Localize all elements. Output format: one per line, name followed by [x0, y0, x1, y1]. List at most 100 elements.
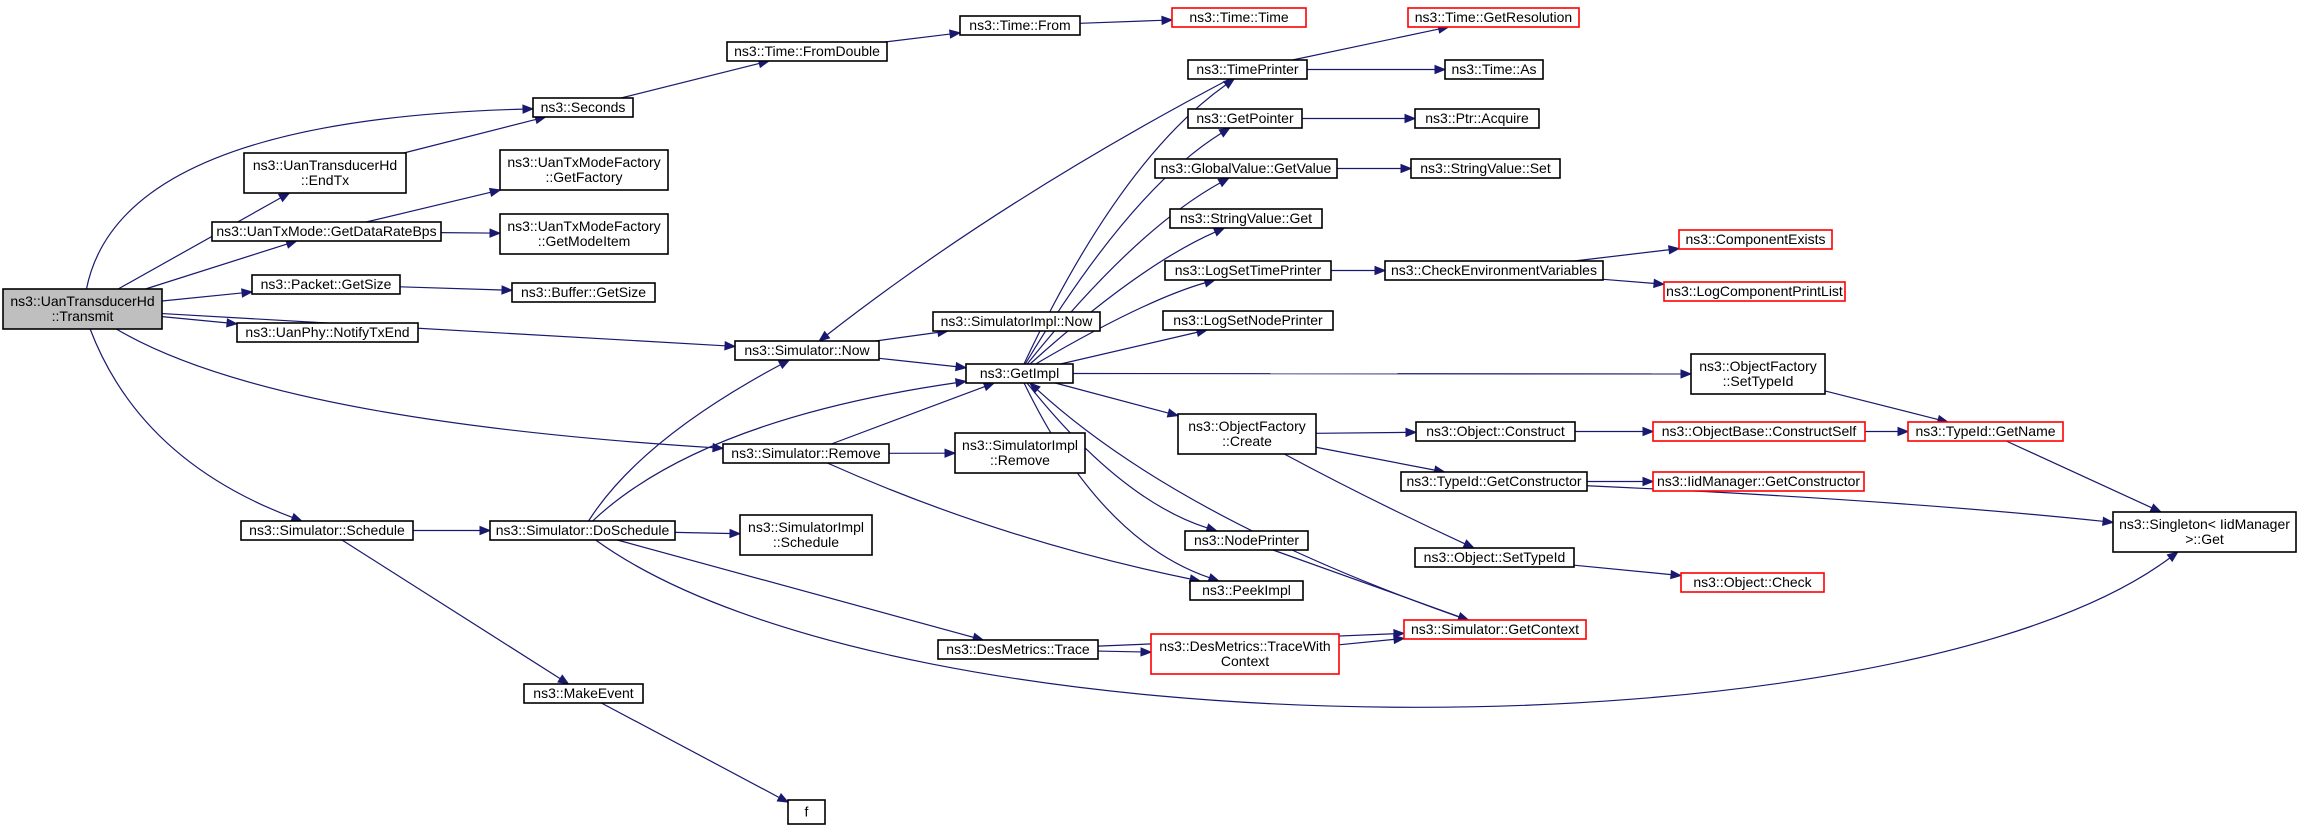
- node-box[interactable]: [1154, 158, 1338, 179]
- node-transmit[interactable]: ns3::UanTransducerHd::Transmit: [2, 288, 163, 330]
- node-box[interactable]: [726, 41, 888, 62]
- node-objcheck[interactable]: ns3::Object::Check: [1680, 572, 1825, 593]
- node-getpointer[interactable]: ns3::GetPointer: [1187, 108, 1303, 129]
- node-iidgetconstructor[interactable]: ns3::IidManager::GetConstructor: [1652, 471, 1865, 492]
- node-box[interactable]: [240, 520, 414, 541]
- node-box[interactable]: [251, 274, 401, 295]
- node-timeprinter[interactable]: ns3::TimePrinter: [1187, 59, 1308, 80]
- node-box[interactable]: [959, 15, 1081, 36]
- node-box[interactable]: [1171, 7, 1307, 28]
- node-checkenv[interactable]: ns3::CheckEnvironmentVariables: [1384, 260, 1604, 281]
- node-box[interactable]: [523, 683, 644, 704]
- node-logsettimeprinter[interactable]: ns3::LogSetTimePrinter: [1164, 260, 1332, 281]
- node-box[interactable]: [1164, 260, 1332, 281]
- node-box[interactable]: [1652, 471, 1865, 492]
- node-box[interactable]: [1907, 421, 2064, 442]
- node-logcomponentprintlist[interactable]: ns3::LogComponentPrintList: [1663, 281, 1846, 302]
- node-box[interactable]: [1169, 208, 1323, 229]
- node-simremove[interactable]: ns3::Simulator::Remove: [722, 443, 890, 464]
- node-nodeprinter[interactable]: ns3::NodePrinter: [1184, 530, 1309, 551]
- node-timefrom[interactable]: ns3::Time::From: [959, 15, 1081, 36]
- node-box[interactable]: [489, 520, 676, 541]
- node-box[interactable]: [2112, 511, 2297, 553]
- node-destrace[interactable]: ns3::DesMetrics::Trace: [937, 639, 1099, 660]
- node-ofsettypeid[interactable]: ns3::ObjectFactory::SetTypeId: [1690, 353, 1826, 395]
- node-simgetcontext[interactable]: ns3::Simulator::GetContext: [1403, 619, 1587, 640]
- node-getmodeitem[interactable]: ns3::UanTxModeFactory::GetModeItem: [499, 213, 669, 255]
- node-box[interactable]: [532, 97, 634, 118]
- node-box[interactable]: [1189, 580, 1304, 601]
- node-implschedule[interactable]: ns3::SimulatorImpl::Schedule: [739, 514, 873, 556]
- node-box[interactable]: [1400, 471, 1588, 492]
- node-box[interactable]: [1410, 158, 1561, 179]
- node-endtx[interactable]: ns3::UanTransducerHd::EndTx: [243, 152, 407, 194]
- node-buffergetsize[interactable]: ns3::Buffer::GetSize: [511, 282, 656, 303]
- node-box[interactable]: [1414, 547, 1575, 568]
- node-constructself[interactable]: ns3::ObjectBase::ConstructSelf: [1652, 421, 1866, 442]
- node-f[interactable]: f: [787, 799, 826, 825]
- node-objconstruct[interactable]: ns3::Object::Construct: [1415, 421, 1576, 442]
- node-singletonget[interactable]: ns3::Singleton< IidManager >::Get: [2112, 511, 2297, 553]
- node-implnow[interactable]: ns3::SimulatorImpl::Now: [932, 311, 1101, 332]
- node-box[interactable]: [1187, 59, 1308, 80]
- node-schedule[interactable]: ns3::Simulator::Schedule: [240, 520, 414, 541]
- node-box[interactable]: [499, 149, 669, 191]
- node-packetgetsize[interactable]: ns3::Packet::GetSize: [251, 274, 401, 295]
- node-notifytxend[interactable]: ns3::UanPhy::NotifyTxEnd: [236, 322, 419, 343]
- node-box[interactable]: [499, 213, 669, 255]
- node-box[interactable]: [1678, 229, 1833, 250]
- node-makeevent[interactable]: ns3::MakeEvent: [523, 683, 644, 704]
- node-box[interactable]: [2, 288, 163, 330]
- node-peekimpl[interactable]: ns3::PeekImpl: [1189, 580, 1304, 601]
- node-box[interactable]: [211, 221, 442, 242]
- node-doschedule[interactable]: ns3::Simulator::DoSchedule: [489, 520, 676, 541]
- node-seconds[interactable]: ns3::Seconds: [532, 97, 634, 118]
- node-implremove[interactable]: ns3::SimulatorImpl::Remove: [954, 432, 1086, 474]
- node-getresolution[interactable]: ns3::Time::GetResolution: [1407, 7, 1580, 28]
- node-box[interactable]: [1187, 108, 1303, 129]
- node-box[interactable]: [1162, 310, 1334, 331]
- node-gvgetvalue[interactable]: ns3::GlobalValue::GetValue: [1154, 158, 1338, 179]
- node-box[interactable]: [1184, 530, 1309, 551]
- node-box[interactable]: [1444, 59, 1544, 80]
- node-simnow[interactable]: ns3::Simulator::Now: [734, 340, 880, 361]
- node-objsettypeid[interactable]: ns3::Object::SetTypeId: [1414, 547, 1575, 568]
- node-box[interactable]: [1414, 108, 1540, 129]
- node-box[interactable]: [954, 432, 1086, 474]
- node-logsetnodeprinter[interactable]: ns3::LogSetNodePrinter: [1162, 310, 1334, 331]
- node-box[interactable]: [1177, 413, 1317, 455]
- node-fromdouble[interactable]: ns3::Time::FromDouble: [726, 41, 888, 62]
- node-box[interactable]: [734, 340, 880, 361]
- node-box[interactable]: [1415, 421, 1576, 442]
- node-box[interactable]: [1690, 353, 1826, 395]
- node-box[interactable]: [787, 799, 826, 825]
- node-box[interactable]: [1403, 619, 1587, 640]
- node-getdataratebps[interactable]: ns3::UanTxMode::GetDataRateBps: [211, 221, 442, 242]
- node-componentexists[interactable]: ns3::ComponentExists: [1678, 229, 1833, 250]
- node-box[interactable]: [511, 282, 656, 303]
- node-box[interactable]: [236, 322, 419, 343]
- node-box[interactable]: [965, 363, 1074, 384]
- node-box[interactable]: [739, 514, 873, 556]
- node-box[interactable]: [937, 639, 1099, 660]
- node-ofcreate[interactable]: ns3::ObjectFactory::Create: [1177, 413, 1317, 455]
- node-timeas[interactable]: ns3::Time::As: [1444, 59, 1544, 80]
- node-box[interactable]: [1680, 572, 1825, 593]
- node-box[interactable]: [1652, 421, 1866, 442]
- node-svget[interactable]: ns3::StringValue::Get: [1169, 208, 1323, 229]
- node-typeidgetname[interactable]: ns3::TypeId::GetName: [1907, 421, 2064, 442]
- node-getconstructor[interactable]: ns3::TypeId::GetConstructor: [1400, 471, 1588, 492]
- node-ptracquire[interactable]: ns3::Ptr::Acquire: [1414, 108, 1540, 129]
- node-box[interactable]: [243, 152, 407, 194]
- node-box[interactable]: [1407, 7, 1580, 28]
- node-box[interactable]: [932, 311, 1101, 332]
- node-timetime[interactable]: ns3::Time::Time: [1171, 7, 1307, 28]
- node-box[interactable]: [1663, 281, 1846, 302]
- node-box[interactable]: [1384, 260, 1604, 281]
- node-getfactory[interactable]: ns3::UanTxModeFactory::GetFactory: [499, 149, 669, 191]
- node-box[interactable]: [1150, 633, 1340, 675]
- node-svset[interactable]: ns3::StringValue::Set: [1410, 158, 1561, 179]
- node-getimpl[interactable]: ns3::GetImpl: [965, 363, 1074, 384]
- node-box[interactable]: [722, 443, 890, 464]
